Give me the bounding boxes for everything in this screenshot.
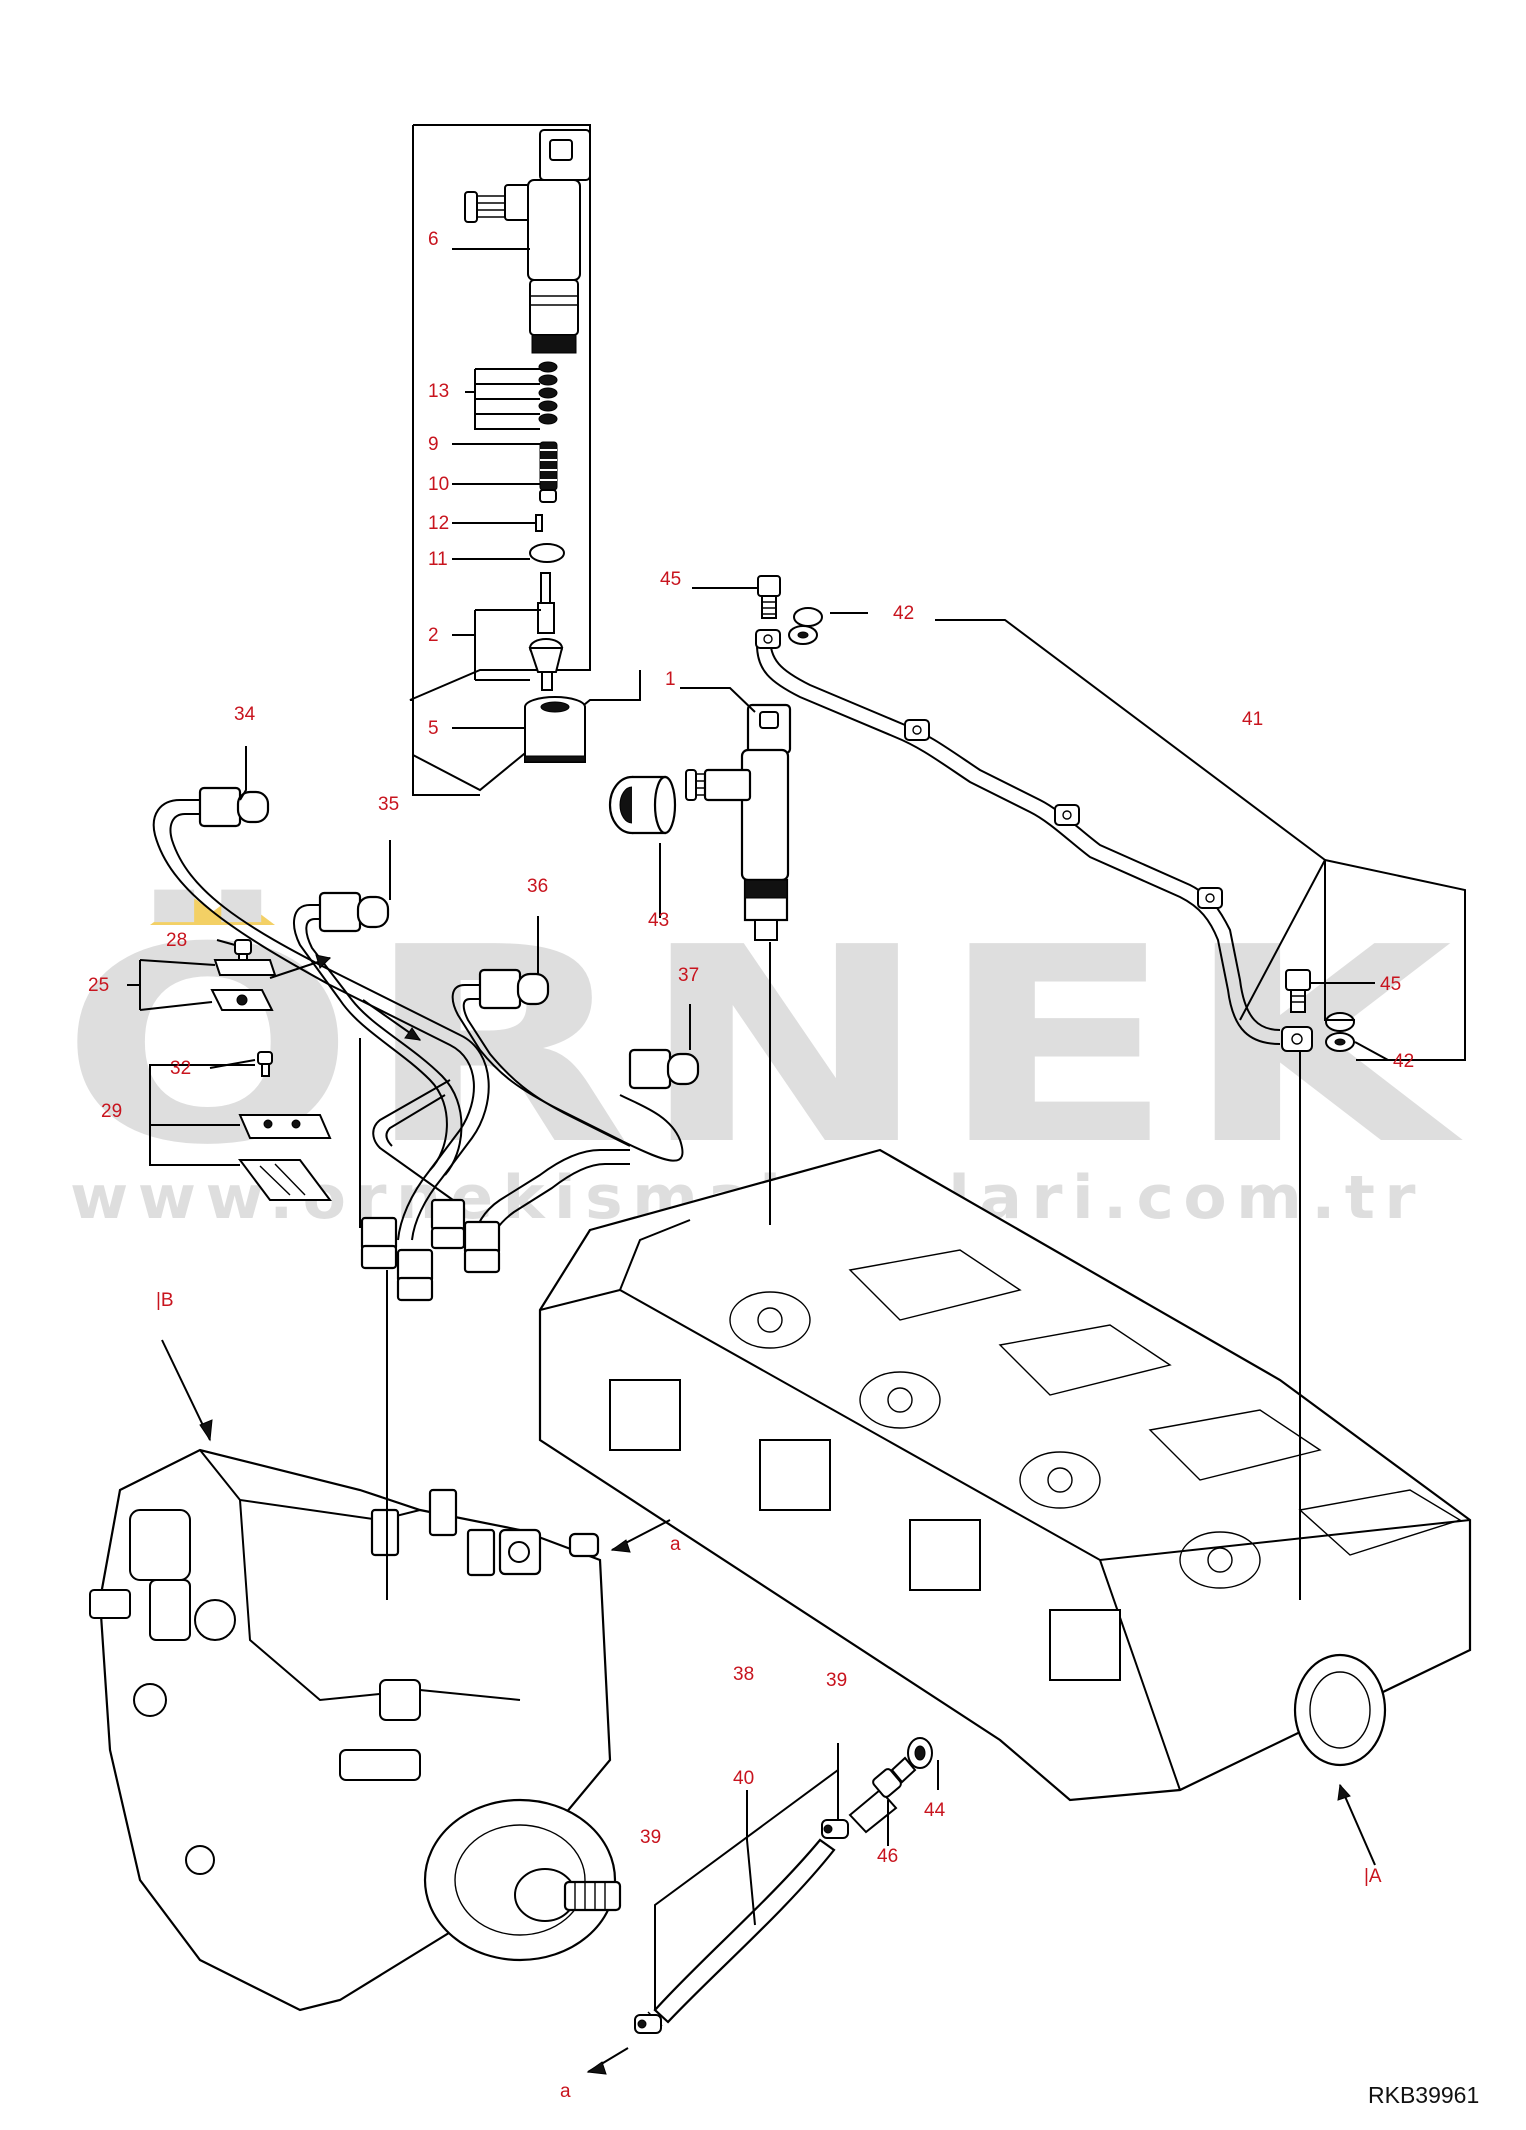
nozzle-holder-part <box>464 129 591 354</box>
callout-37: 37 <box>678 965 699 986</box>
callout-43: 43 <box>648 910 669 931</box>
callout-35: 35 <box>378 794 399 815</box>
callout-45-top: 45 <box>660 569 681 590</box>
connector-washer-part <box>907 1737 933 1769</box>
hose-connector-part <box>848 1756 917 1834</box>
callout-12: 12 <box>428 513 449 534</box>
callout-1: 1 <box>665 669 676 690</box>
hose-clip-upper-part <box>821 1819 849 1839</box>
injection-pump-part <box>89 1448 622 2012</box>
washers-top-part <box>788 607 823 645</box>
injector-assembly-part <box>685 703 792 941</box>
callout-9: 9 <box>428 434 439 455</box>
callout-5: 5 <box>428 718 439 739</box>
seal-ring-part <box>608 775 677 835</box>
retaining-nut-part <box>524 696 586 763</box>
spring-part <box>539 441 558 491</box>
leak-off-pipe <box>755 629 1313 1052</box>
callout-36: 36 <box>527 876 548 897</box>
watermark-accent-right <box>195 895 275 925</box>
reference-code: RKB39961 <box>1368 2082 1479 2108</box>
callout-45-right: 45 <box>1380 974 1401 995</box>
pin-part <box>535 514 543 532</box>
callout-10: 10 <box>428 474 449 495</box>
callout-a-right: a <box>670 1534 681 1555</box>
callout-view-b: |B <box>156 1290 174 1311</box>
distance-piece-part <box>529 543 565 563</box>
callout-32: 32 <box>170 1058 191 1079</box>
injector-exploded-box <box>409 124 641 796</box>
return-hose-part <box>647 1838 836 2027</box>
callout-29: 29 <box>101 1101 122 1122</box>
clamp-upper-part <box>210 939 277 1011</box>
callout-2: 2 <box>428 625 439 646</box>
direction-arrows <box>161 954 1376 2075</box>
callout-44: 44 <box>924 1800 946 1821</box>
callout-41: 41 <box>1242 709 1263 730</box>
hose-clip-lower-part <box>634 2014 662 2034</box>
callout-11: 11 <box>428 549 448 570</box>
clamp-lower-part <box>238 1051 332 1201</box>
spring-seat-part <box>539 489 557 503</box>
shims-part <box>538 361 558 425</box>
callout-13: 13 <box>428 381 449 402</box>
injection-pipes <box>152 786 700 1302</box>
banjo-bolt-right-part <box>1285 969 1311 1013</box>
leader-lines <box>127 248 1466 2010</box>
callout-a-left: a <box>560 2081 571 2102</box>
callout-view-a: |A <box>1364 1866 1382 1887</box>
callout-39-upper: 39 <box>826 1670 847 1691</box>
callout-46: 46 <box>877 1846 898 1867</box>
callout-28: 28 <box>166 930 187 951</box>
callout-labels: 6 13 9 10 12 11 2 5 1 45 42 41 34 35 36 … <box>88 229 1414 2102</box>
callout-42-right: 42 <box>1393 1051 1414 1072</box>
washers-right-part <box>1325 1012 1355 1052</box>
cylinder-head-part <box>538 1148 1472 1802</box>
callout-34: 34 <box>234 704 256 725</box>
callout-25: 25 <box>88 975 109 996</box>
nozzle-part <box>528 572 564 691</box>
callout-40: 40 <box>733 1768 754 1789</box>
callout-39-lower: 39 <box>640 1827 661 1848</box>
callout-6: 6 <box>428 229 439 250</box>
callout-42-top: 42 <box>893 603 914 624</box>
callout-38: 38 <box>733 1664 754 1685</box>
banjo-bolt-top-part <box>757 575 781 619</box>
